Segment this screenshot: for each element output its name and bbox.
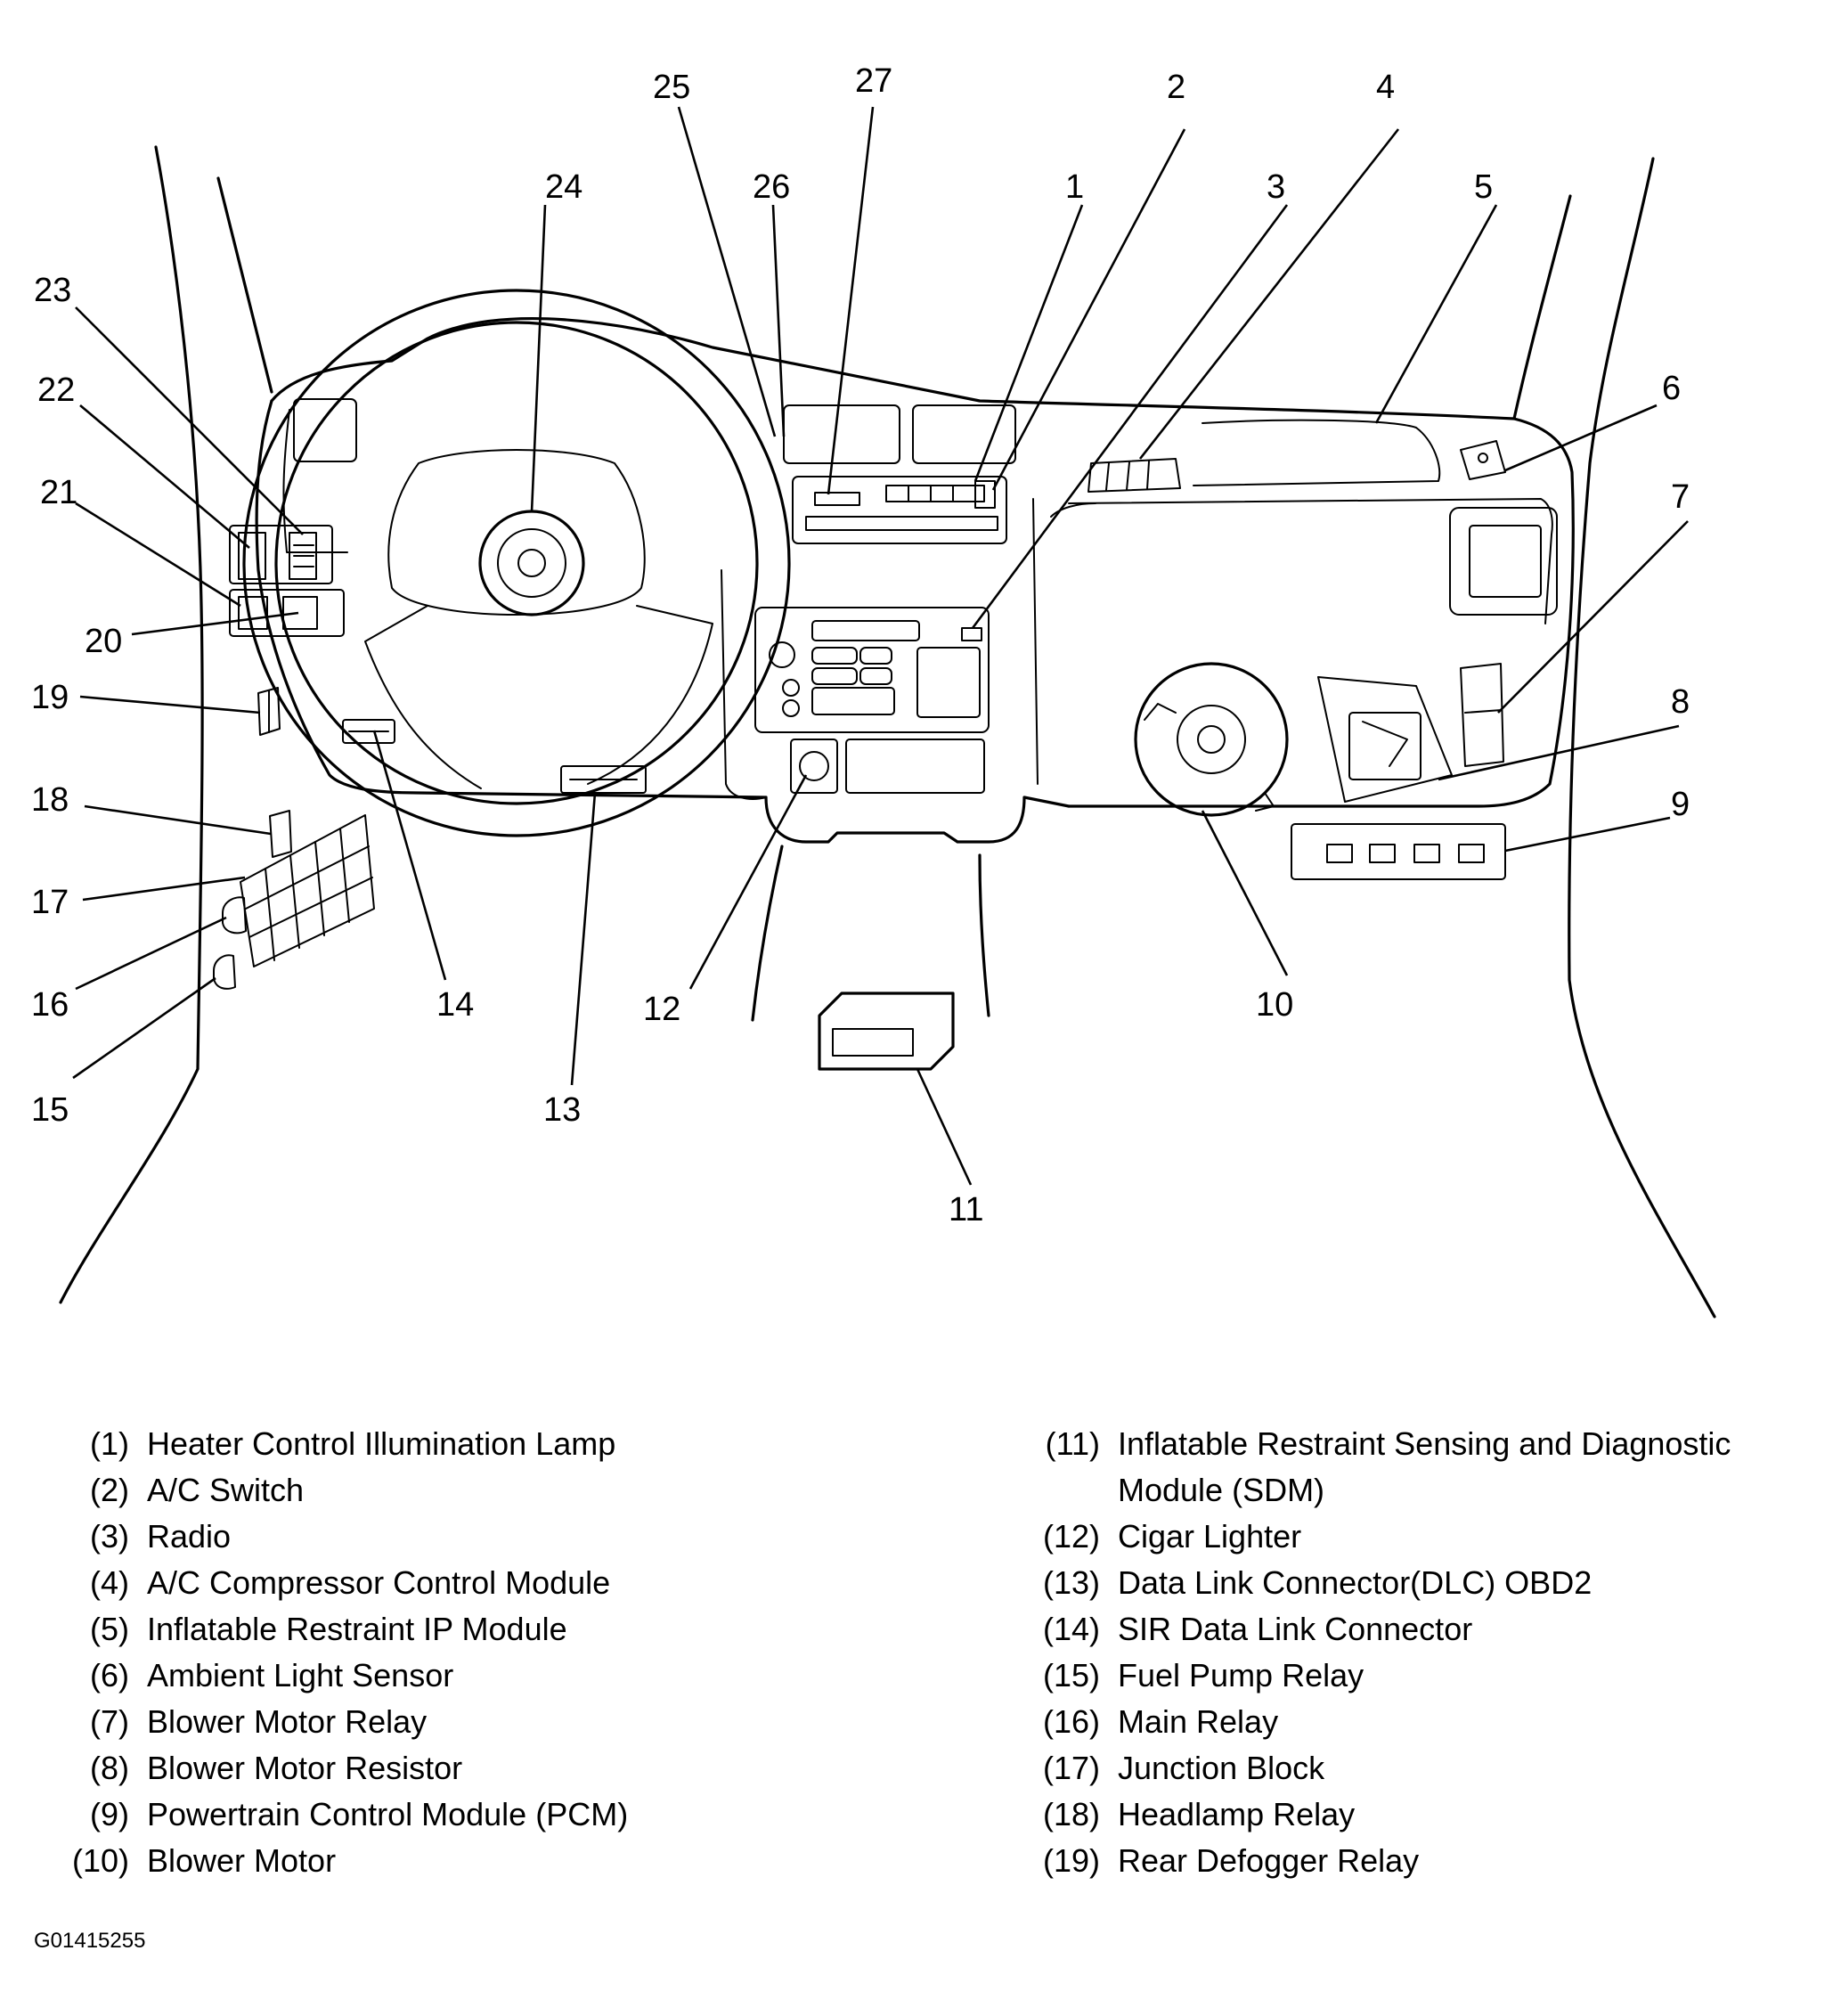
legend-label: Rear Defogger Relay (1118, 1842, 1420, 1879)
callout-25: 25 (653, 69, 690, 106)
instrument-panel-outline (255, 317, 1575, 1022)
legend-item-8: (8) Blower Motor Resistor (27, 1745, 953, 1792)
legend-label: A/C Switch (147, 1472, 305, 1508)
legend-label: Blower Motor (147, 1842, 337, 1879)
legend-item-7: (7) Blower Motor Relay (27, 1699, 953, 1745)
callout-6: 6 (1662, 370, 1681, 407)
dashboard-component-locator-diagram: 1 2 3 4 5 6 7 8 9 10 11 12 13 14 15 16 1… (31, 62, 1716, 1318)
legend-number: (16) (1042, 1703, 1100, 1740)
legend-column-right: (11) Inflatable Restraint Sensing and Dia… (998, 1421, 1817, 1884)
legend-label: Blower Motor Relay (147, 1703, 428, 1740)
callout-23: 23 (34, 272, 71, 309)
callout-16: 16 (31, 986, 69, 1024)
legend-label: Ambient Light Sensor (147, 1657, 454, 1694)
legend-number: (14) (1042, 1611, 1100, 1647)
legend-item-11: (11) Inflatable Restraint Sensing and Dia… (998, 1421, 1817, 1514)
legend-number: (4) (90, 1564, 129, 1601)
legend-label: Radio (147, 1518, 232, 1555)
legend-number: (18) (1042, 1796, 1100, 1832)
cigar-lighter-assembly (790, 739, 985, 794)
legend-label: Inflatable Restraint Sensing and Diagnos… (1118, 1425, 1731, 1508)
legend-number: (3) (90, 1518, 129, 1555)
legend-number: (9) (90, 1796, 129, 1832)
legend-item-17: (17) Junction Block (998, 1745, 1817, 1792)
legend-item-6: (6) Ambient Light Sensor (27, 1653, 953, 1699)
callout-14: 14 (436, 986, 474, 1024)
legend-item-10: (10) Blower Motor (27, 1838, 953, 1884)
legend-label: Cigar Lighter (1118, 1518, 1302, 1555)
callout-7: 7 (1671, 478, 1690, 516)
legend-item-9: (9) Powertrain Control Module (PCM) (27, 1792, 953, 1838)
legend-label: Junction Block (1118, 1750, 1325, 1786)
callout-5: 5 (1474, 168, 1493, 206)
legend-label: A/C Compressor Control Module (147, 1564, 611, 1601)
callout-4: 4 (1376, 69, 1395, 106)
legend-column-left: (1) Heater Control Illumination Lamp (2) A… (27, 1421, 953, 1884)
callout-26: 26 (753, 168, 790, 206)
legend-number: (12) (1042, 1518, 1100, 1555)
legend-label: Data Link Connector(DLC) OBD2 (1118, 1564, 1593, 1601)
legend-item-2: (2) A/C Switch (27, 1467, 953, 1514)
legend-number: (19) (1042, 1842, 1100, 1879)
legend-label: Heater Control Illumination Lamp (147, 1425, 616, 1462)
legend-item-14: (14) SIR Data Link Connector (998, 1606, 1817, 1653)
legend-label: Main Relay (1118, 1703, 1279, 1740)
callout-18: 18 (31, 781, 69, 819)
steering-wheel (242, 289, 791, 837)
legend-number: (10) (71, 1842, 129, 1879)
legend-item-15: (15) Fuel Pump Relay (998, 1653, 1817, 1699)
legend-number: (13) (1042, 1564, 1100, 1601)
legend-item-19: (19) Rear Defogger Relay (998, 1838, 1817, 1884)
callout-27: 27 (855, 62, 892, 100)
legend-item-12: (12) Cigar Lighter (998, 1514, 1817, 1560)
legend-number: (5) (90, 1611, 129, 1647)
heater-control-panel (792, 476, 1007, 544)
callout-2: 2 (1167, 69, 1185, 106)
callout-9: 9 (1671, 786, 1690, 823)
legend-number: (2) (90, 1472, 129, 1508)
callout-20: 20 (85, 623, 122, 660)
legend-number: (17) (1042, 1750, 1100, 1786)
callout-11: 11 (949, 1191, 983, 1228)
legend-label: Blower Motor Resistor (147, 1750, 463, 1786)
legend-item-13: (13) Data Link Connector(DLC) OBD2 (998, 1560, 1817, 1606)
callout-24: 24 (545, 168, 582, 206)
left-switches (213, 525, 647, 990)
right-components (818, 419, 1506, 1071)
legend-number: (1) (90, 1425, 129, 1462)
legend-number: (11) (1045, 1425, 1100, 1462)
legend-label: SIR Data Link Connector (1118, 1611, 1473, 1647)
callout-3: 3 (1267, 168, 1285, 206)
callout-15: 15 (31, 1091, 69, 1129)
callout-8: 8 (1671, 683, 1690, 721)
legend-number: (6) (90, 1657, 129, 1694)
legend-item-5: (5) Inflatable Restraint IP Module (27, 1606, 953, 1653)
radio-unit (754, 607, 990, 733)
leader-lines (72, 106, 1689, 1186)
callout-10: 10 (1256, 986, 1293, 1024)
legend-item-1: (1) Heater Control Illumination Lamp (27, 1421, 953, 1467)
legend-label: Fuel Pump Relay (1118, 1657, 1364, 1694)
legend-number: (15) (1042, 1657, 1100, 1694)
callout-19: 19 (31, 679, 69, 716)
legend-number: (8) (90, 1750, 129, 1786)
callout-22: 22 (37, 371, 75, 409)
legend-label: Inflatable Restraint IP Module (147, 1611, 567, 1647)
callout-17: 17 (31, 884, 69, 921)
legend-label: Headlamp Relay (1118, 1796, 1356, 1832)
legend-item-3: (3) Radio (27, 1514, 953, 1560)
callout-13: 13 (543, 1091, 581, 1129)
legend-label: Powertrain Control Module (PCM) (147, 1796, 629, 1832)
legend-item-16: (16) Main Relay (998, 1699, 1817, 1745)
vehicle-body-outline (59, 145, 1716, 1318)
callout-12: 12 (643, 991, 680, 1028)
callout-numbers: 1 2 3 4 5 6 7 8 9 10 11 12 13 14 15 16 1… (31, 62, 1690, 1228)
legend-item-18: (18) Headlamp Relay (998, 1792, 1817, 1838)
callout-1: 1 (1065, 168, 1084, 206)
legend-item-4: (4) A/C Compressor Control Module (27, 1560, 953, 1606)
legend-number: (7) (90, 1703, 129, 1740)
component-legend: (1) Heater Control Illumination Lamp (2) A… (27, 1421, 1817, 1902)
figure-id: G01415255 (34, 1929, 146, 1953)
callout-21: 21 (40, 474, 77, 511)
